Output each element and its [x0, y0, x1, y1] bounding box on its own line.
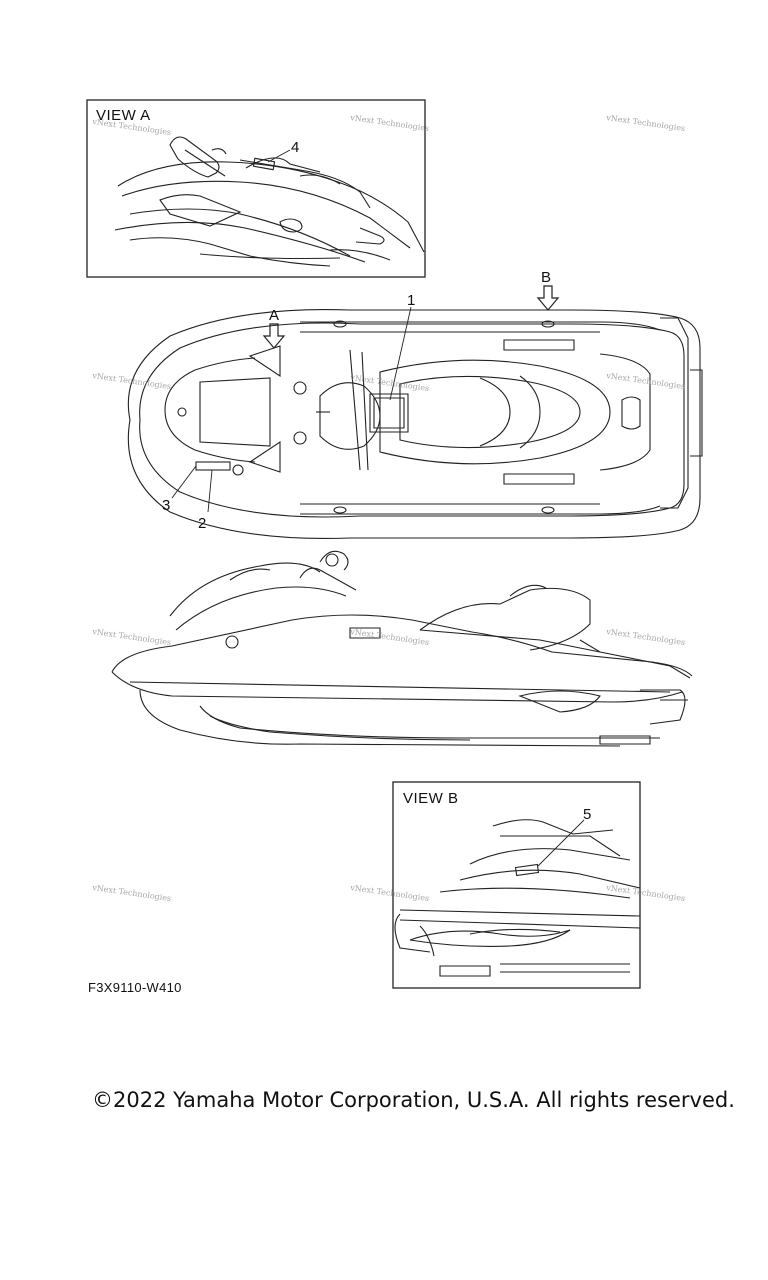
- watermark: vNext Technologies: [605, 627, 686, 647]
- watermark: vNext Technologies: [605, 113, 686, 133]
- watermark: vNext Technologies: [91, 627, 172, 647]
- view-b-title: VIEW B: [403, 790, 459, 807]
- callout-2: 2: [198, 515, 206, 532]
- watermark: vNext Technologies: [91, 883, 172, 903]
- callout-4: 4: [291, 139, 299, 156]
- copyright-notice: ©2022 Yamaha Motor Corporation, U.S.A. A…: [92, 1088, 735, 1112]
- watermark: vNext Technologies: [91, 371, 172, 391]
- watermark: vNext Technologies: [605, 371, 686, 391]
- watermark: vNext Technologies: [349, 113, 430, 133]
- watermark: vNext Technologies: [349, 883, 430, 903]
- watermark: vNext Technologies: [349, 373, 430, 393]
- side-view-hull: [111, 550, 693, 747]
- callout-3: 3: [162, 497, 170, 514]
- callout-1: 1: [407, 292, 415, 309]
- callout-5: 5: [583, 806, 591, 823]
- view-b-frame: [392, 781, 641, 989]
- view-arrow-a-label: A: [269, 307, 279, 324]
- view-a-arrow: [262, 323, 286, 349]
- view-b-inset: [392, 781, 641, 989]
- leader-lines-top: [171, 306, 412, 513]
- watermark: vNext Technologies: [349, 627, 430, 647]
- view-arrow-b-label: B: [541, 269, 551, 286]
- top-view-hull: [127, 309, 703, 539]
- view-a-title: VIEW A: [96, 107, 151, 124]
- view-a-inset: [86, 99, 426, 278]
- watermark: vNext Technologies: [605, 883, 686, 903]
- view-b-arrow: [536, 285, 560, 311]
- view-a-frame: [86, 99, 426, 278]
- figure-code: F3X9110-W410: [88, 980, 182, 995]
